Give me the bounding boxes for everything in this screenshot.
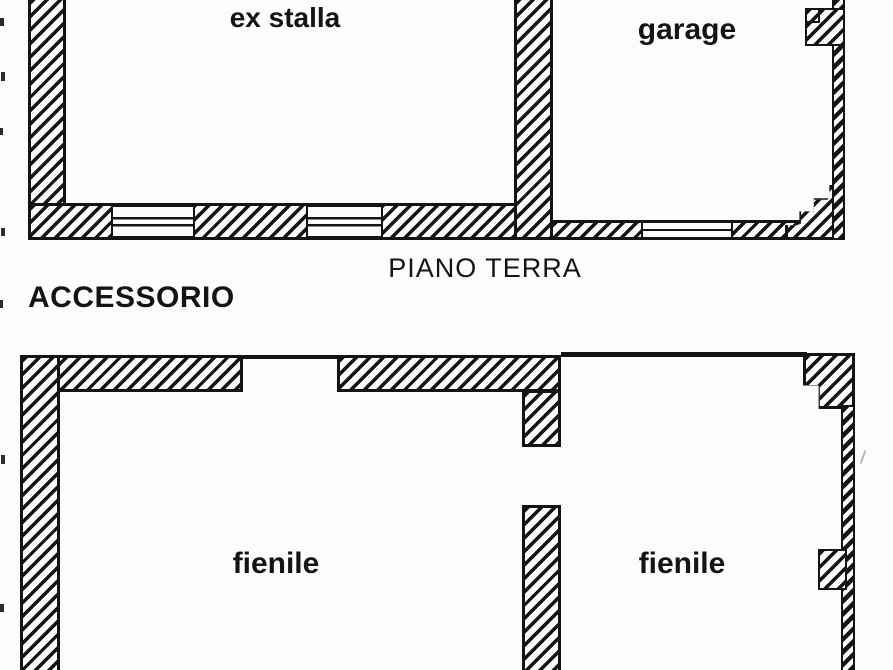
first-floor-top-right-corner [803,353,855,409]
scan-speck [0,128,3,135]
scan-speck [1,228,5,236]
room-label-ex-stalla: ex stalla [229,2,341,33]
first-floor-opening-line-left [243,355,338,359]
garage-right-wall [832,0,845,240]
ex-stalla-bottom-wall [28,203,553,240]
scan-speck [859,450,867,464]
first-floor-left-wall [20,355,60,670]
ground-floor-left-wall [28,0,66,240]
room-label-garage: garage [637,13,737,46]
caption-accessorio: ACCESSORIO [28,281,235,314]
scan-speck [0,300,3,308]
garage-right-wall-pilaster [805,8,845,46]
first-floor-right-wall-pilaster [818,549,847,590]
first-floor-opening-line-right [561,352,807,357]
room-label-fienile-right: fienile [638,547,726,580]
caption-piano-terra: PIANO TERRA [388,253,582,283]
garage-window [641,221,733,239]
first-floor-divider-wall [522,505,561,670]
scan-speck [1,72,5,81]
first-floor-top-wall-middle [337,355,561,392]
room-label-fienile-left: fienile [232,547,320,580]
ex-stalla-garage-divider-wall [514,0,553,240]
ex-stalla-window-right [306,205,383,238]
first-floor-divider-pier [522,390,561,447]
scan-speck [0,18,4,26]
first-floor-right-wall [841,405,855,670]
scan-speck [0,604,4,612]
garage-right-wall-pilaster-step [805,8,820,23]
ex-stalla-window-left [111,205,195,238]
scan-speck [1,455,5,464]
